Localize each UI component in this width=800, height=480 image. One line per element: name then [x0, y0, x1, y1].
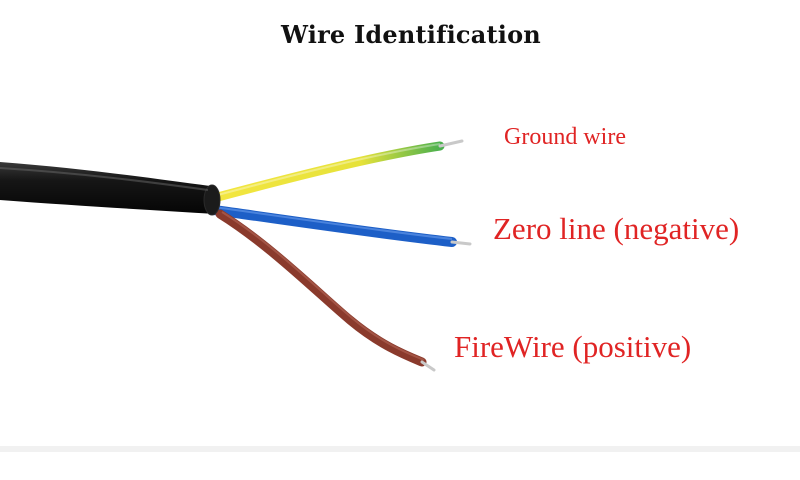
- fire-wire: [215, 209, 436, 372]
- ground-wire: [209, 139, 464, 203]
- page-title: Wire Identification: [281, 20, 541, 49]
- zero-wire: [209, 205, 472, 247]
- zero-copper-tip: [450, 240, 472, 246]
- zero-line-label: Zero line (negative): [493, 211, 740, 246]
- ground-wire-label: Ground wire: [504, 124, 626, 150]
- firewire-label: FireWire (positive): [454, 329, 692, 364]
- ground-copper-tip: [438, 139, 464, 148]
- cable-jacket: [0, 162, 221, 216]
- fire-copper-tip: [420, 360, 436, 372]
- divider: [0, 446, 800, 452]
